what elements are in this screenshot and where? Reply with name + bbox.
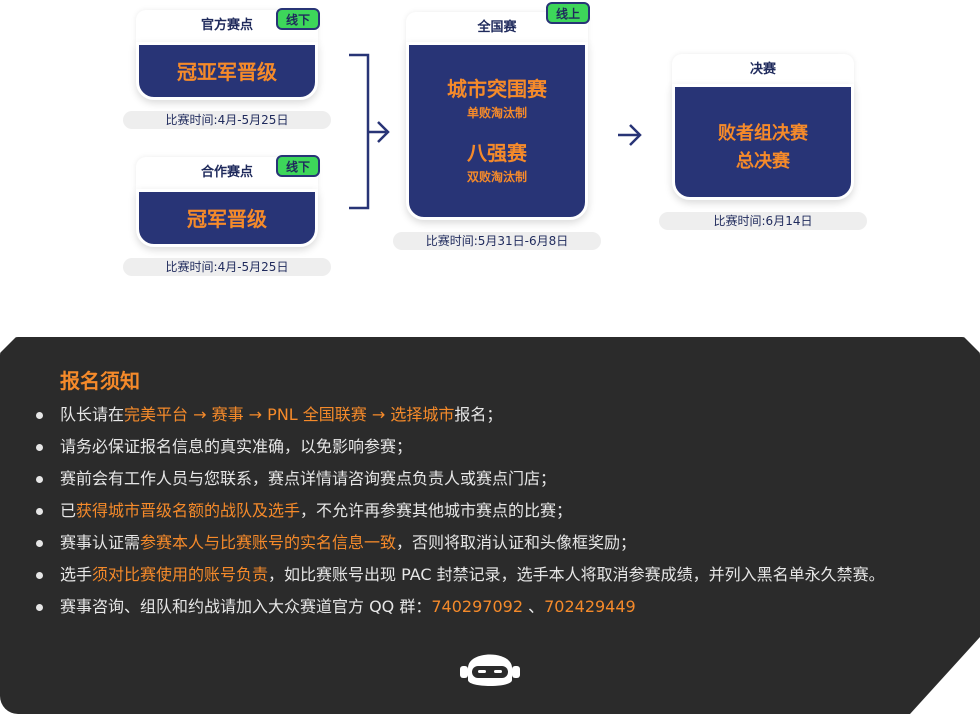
notice-text: 赛前会有工作人员与您联系，赛点详情请咨询赛点负责人或赛点门店； [60, 469, 557, 488]
notice-text: 赛事咨询、组队和约战请加入大众赛道官方 QQ 群： [60, 597, 432, 616]
notice-item: 队长请在完美平台 → 赛事 → PNL 全国联赛 → 选择城市报名； [36, 399, 885, 431]
notice-highlight: 参赛本人与比赛账号的实名信息一致 [140, 533, 397, 552]
arrow-right-icon [618, 124, 642, 146]
notice-text: ，否则将取消认证和头像框奖励； [396, 533, 637, 552]
stage-official-box: 冠亚军晋级 [136, 42, 318, 100]
stage-national-date: 比赛时间:5月31日-6月8日 [393, 232, 601, 250]
notice-text: 已 [60, 501, 77, 520]
stage-official: 官方赛点 冠亚军晋级 线下 [136, 8, 320, 100]
stage-partner: 合作赛点 冠军晋级 线下 [136, 155, 320, 247]
notice-item: 赛事认证需参赛本人与比赛账号的实名信息一致，否则将取消认证和头像框奖励； [36, 527, 885, 559]
notice-text: 、 [523, 597, 545, 616]
notice-highlight: 740297092 [431, 597, 523, 616]
notice-list: 队长请在完美平台 → 赛事 → PNL 全国联赛 → 选择城市报名； 请务必保证报… [36, 399, 885, 623]
notice-item: 请务必保证报名信息的真实准确，以免影响参赛； [36, 431, 885, 463]
notice-highlight: 须对比赛使用的账号负责 [92, 565, 269, 584]
stage-national-box: 城市突围赛 单败淘汰制 八强赛 双败淘汰制 [406, 42, 588, 220]
final-line1: 败者组决赛 [718, 123, 808, 144]
notice-text: 赛事认证需 [60, 533, 141, 552]
registration-notice: 报名须知 队长请在完美平台 → 赛事 → PNL 全国联赛 → 选择城市报名； 请… [0, 337, 980, 714]
stage-official-date: 比赛时间:4月-5月25日 [123, 111, 331, 129]
notice-highlight: 702429449 [544, 597, 636, 616]
notice-item: 选手须对比赛使用的账号负责，如比赛账号出现 PAC 封禁记录，选手本人将取消参赛… [36, 559, 885, 591]
stage-official-name: 冠亚军晋级 [177, 60, 277, 84]
stage-partner-name: 冠军晋级 [187, 207, 267, 231]
stage-final: 决赛 败者组决赛 总决赛 [672, 54, 854, 200]
stage-final-box: 败者组决赛 总决赛 [672, 84, 854, 200]
round1-format: 单败淘汰制 [466, 106, 527, 120]
round2-name: 八强赛 [467, 141, 527, 165]
notice-title: 报名须知 [60, 369, 140, 393]
notice-item: 已获得城市晋级名额的战队及选手，不允许再参赛其他城市赛点的比赛； [36, 495, 885, 527]
online-badge: 线上 [546, 2, 590, 24]
stage-national: 全国赛 城市突围赛 单败淘汰制 八强赛 双败淘汰制 线上 [406, 2, 590, 220]
offline-badge: 线下 [276, 8, 320, 30]
stage-final-title: 决赛 [672, 54, 854, 88]
notice-highlight: 获得城市晋级名额的战队及选手 [76, 501, 301, 520]
notice-text: 选手 [60, 565, 93, 584]
final-line2: 总决赛 [736, 151, 790, 172]
notice-text: ，如比赛账号出现 PAC 封禁记录，选手本人将取消参赛成绩，并列入黑名单永久禁赛… [268, 565, 885, 584]
round1-name: 城市突围赛 [447, 77, 547, 101]
notice-item: 赛事咨询、组队和约战请加入大众赛道官方 QQ 群：740297092 、7024… [36, 591, 885, 623]
robot-mascot-icon [460, 654, 520, 686]
stage-partner-box: 冠军晋级 [136, 189, 318, 247]
notice-text: ，不允许再参赛其他城市赛点的比赛； [300, 501, 573, 520]
bracket-connector [349, 53, 390, 210]
stage-partner-date: 比赛时间:4月-5月25日 [123, 258, 331, 276]
notice-highlight: 完美平台 → 赛事 → PNL 全国联赛 → 选择城市 [124, 405, 455, 424]
round2-format: 双败淘汰制 [466, 170, 527, 184]
notice-text: 队长请在 [60, 405, 125, 424]
notice-item: 赛前会有工作人员与您联系，赛点详情请咨询赛点负责人或赛点门店； [36, 463, 885, 495]
notice-text: 报名； [454, 405, 503, 424]
stage-final-date: 比赛时间:6月14日 [659, 212, 867, 230]
notice-text: 请务必保证报名信息的真实准确，以免影响参赛； [60, 437, 413, 456]
offline-badge: 线下 [276, 155, 320, 177]
